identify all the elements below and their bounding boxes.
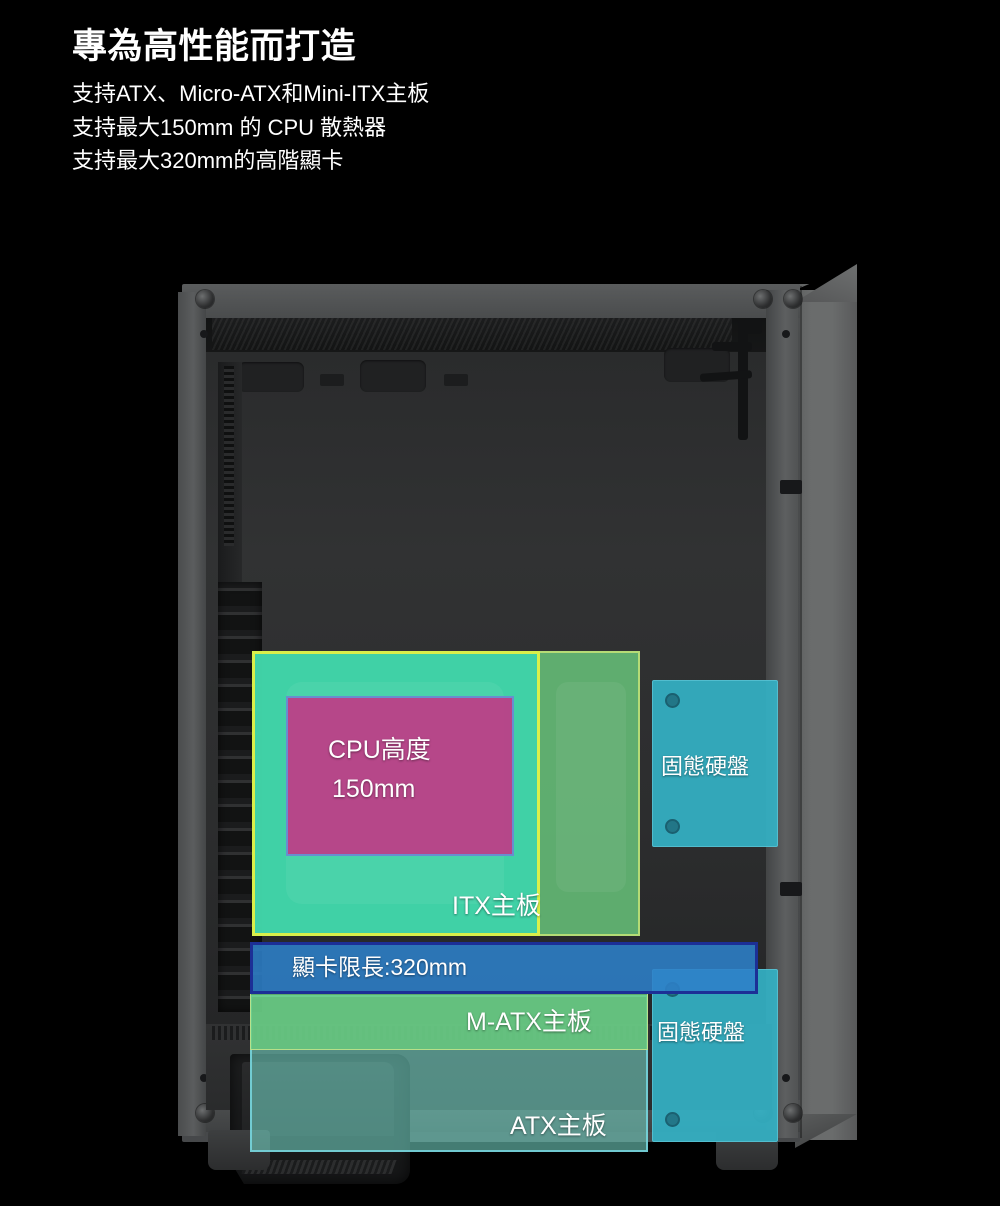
frame-hole-right-lower bbox=[782, 1074, 790, 1082]
spec-bullet-gpu: 支持最大320mm的高階顯卡 bbox=[72, 148, 344, 174]
panel-latch-lower bbox=[780, 882, 802, 896]
side-panel-seam bbox=[800, 286, 802, 1138]
screw-top-right-b bbox=[784, 290, 802, 308]
frame-hole-left-upper bbox=[200, 330, 208, 338]
overlay-gpu-clearance bbox=[250, 942, 758, 994]
label-cpu-height-value: 150mm bbox=[332, 775, 416, 803]
frame-hole-left-lower bbox=[200, 1074, 208, 1082]
label-itx-board: ITX主板 bbox=[452, 892, 541, 920]
spec-bullet-cpu-cooler: 支持最大150mm 的 CPU 散熱器 bbox=[72, 114, 387, 140]
top-mesh-vent bbox=[212, 314, 732, 350]
label-cpu-height: CPU高度 bbox=[328, 736, 431, 764]
cable-arm-vertical bbox=[738, 320, 748, 440]
spec-bullet-motherboard: 支持ATX、Micro-ATX和Mini-ITX主板 bbox=[72, 81, 430, 107]
screw-bottom-right-b bbox=[784, 1104, 802, 1122]
rear-io-vent-strip bbox=[224, 366, 234, 546]
case-side-panel bbox=[795, 284, 857, 1140]
tray-cutout-top-left bbox=[238, 362, 304, 392]
cable-arm-horizontal bbox=[712, 342, 752, 351]
tray-notch-b bbox=[444, 374, 468, 386]
tray-cutout-top-mid bbox=[360, 360, 426, 392]
overlay-ssd-top bbox=[652, 680, 778, 847]
ssd-screw-top-left bbox=[665, 693, 680, 708]
frame-hole-right-upper bbox=[782, 330, 790, 338]
ssd2-screw-bottom-left bbox=[665, 1112, 680, 1127]
panel-latch-upper bbox=[780, 480, 802, 494]
label-ssd-bottom: 固態硬盤 bbox=[657, 1020, 746, 1045]
case-diagram: CPU高度 150mm ITX主板 顯卡限長:320mm M-ATX主板 ATX… bbox=[0, 262, 1000, 1184]
case-top-bar bbox=[182, 284, 800, 318]
label-matx-board: M-ATX主板 bbox=[466, 1008, 592, 1036]
cable-arm-head bbox=[744, 318, 762, 334]
page-title: 專為高性能而打造 bbox=[72, 27, 357, 66]
headline-block: 專為高性能而打造 支持ATX、Micro-ATX和Mini-ITX主板 支持最大… bbox=[72, 26, 772, 178]
label-atx-board: ATX主板 bbox=[510, 1112, 607, 1140]
label-gpu-clearance: 顯卡限長:320mm bbox=[292, 954, 468, 980]
ssd-screw-bottom-left bbox=[665, 819, 680, 834]
tray-notch-a bbox=[320, 374, 344, 386]
case-left-rail bbox=[178, 292, 206, 1136]
label-ssd-top: 固態硬盤 bbox=[661, 754, 750, 779]
overlay-ssd-bottom bbox=[652, 969, 778, 1142]
board-cutout-right bbox=[556, 682, 626, 892]
screw-top-right-a bbox=[754, 290, 772, 308]
overlay-matx-board bbox=[250, 993, 648, 1050]
screw-top-left bbox=[196, 290, 214, 308]
overlay-cpu-cooler-clearance bbox=[286, 696, 514, 856]
